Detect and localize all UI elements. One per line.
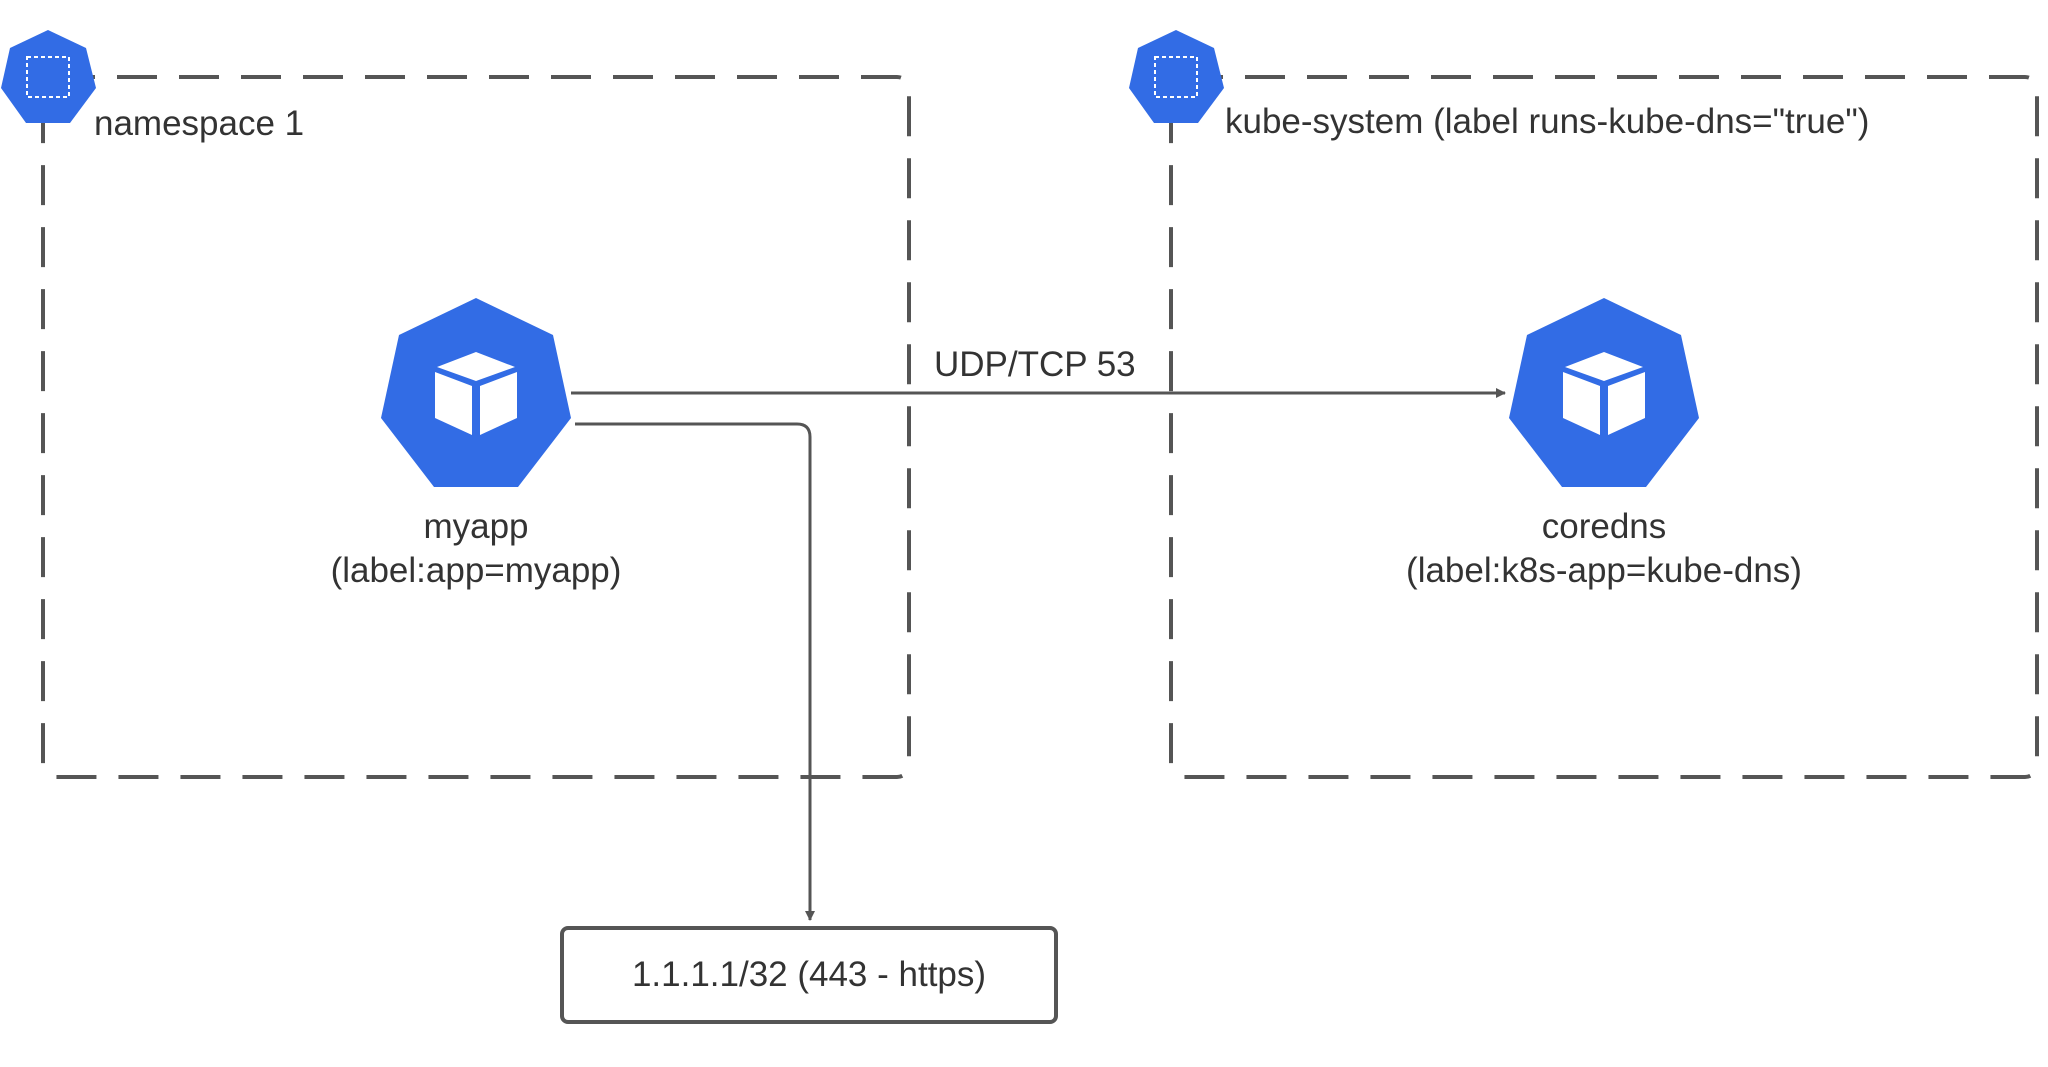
coredns-pod-name: coredns	[1541, 507, 1667, 546]
pod-cube-left	[1563, 372, 1600, 435]
external-endpoint-label: 1.1.1.1/32 (443 - https)	[631, 955, 987, 994]
pod-icon-shape	[381, 298, 571, 487]
namespace-icon-frame	[26, 56, 70, 98]
namespace-1-label: namespace 1	[94, 104, 305, 143]
connection-label-dns: UDP/TCP 53	[934, 345, 1136, 384]
namespace-1-boundary	[41, 75, 911, 779]
kube-system-boundary	[1169, 75, 2039, 779]
pod-cube-right	[480, 372, 517, 435]
myapp-pod-label: (label:app=myapp)	[330, 551, 622, 590]
namespace-icon-frame	[1154, 56, 1198, 98]
pod-cube-top	[437, 352, 515, 381]
pod-icon-shape	[1509, 298, 1699, 487]
coredns-pod-label: (label:k8s-app=kube-dns)	[1406, 551, 1802, 590]
pod-cube-right	[1608, 372, 1645, 435]
kube-system-label: kube-system (label runs-kube-dns="true")	[1225, 102, 1870, 141]
pod-cube-top	[1565, 352, 1643, 381]
k8s-namespace-icon	[1, 30, 96, 123]
namespace-icon-shape	[1, 30, 96, 123]
k8s-pod-icon	[1509, 298, 1699, 487]
pod-cube-left	[435, 372, 472, 435]
namespace-icon-shape	[1129, 30, 1224, 123]
k8s-pod-icon	[381, 298, 571, 487]
myapp-pod-name: myapp	[423, 507, 529, 546]
k8s-namespace-icon	[1129, 30, 1224, 123]
external-endpoint-box: 1.1.1.1/32 (443 - https)	[560, 926, 1058, 1024]
connection-myapp-external	[575, 422, 815, 921]
